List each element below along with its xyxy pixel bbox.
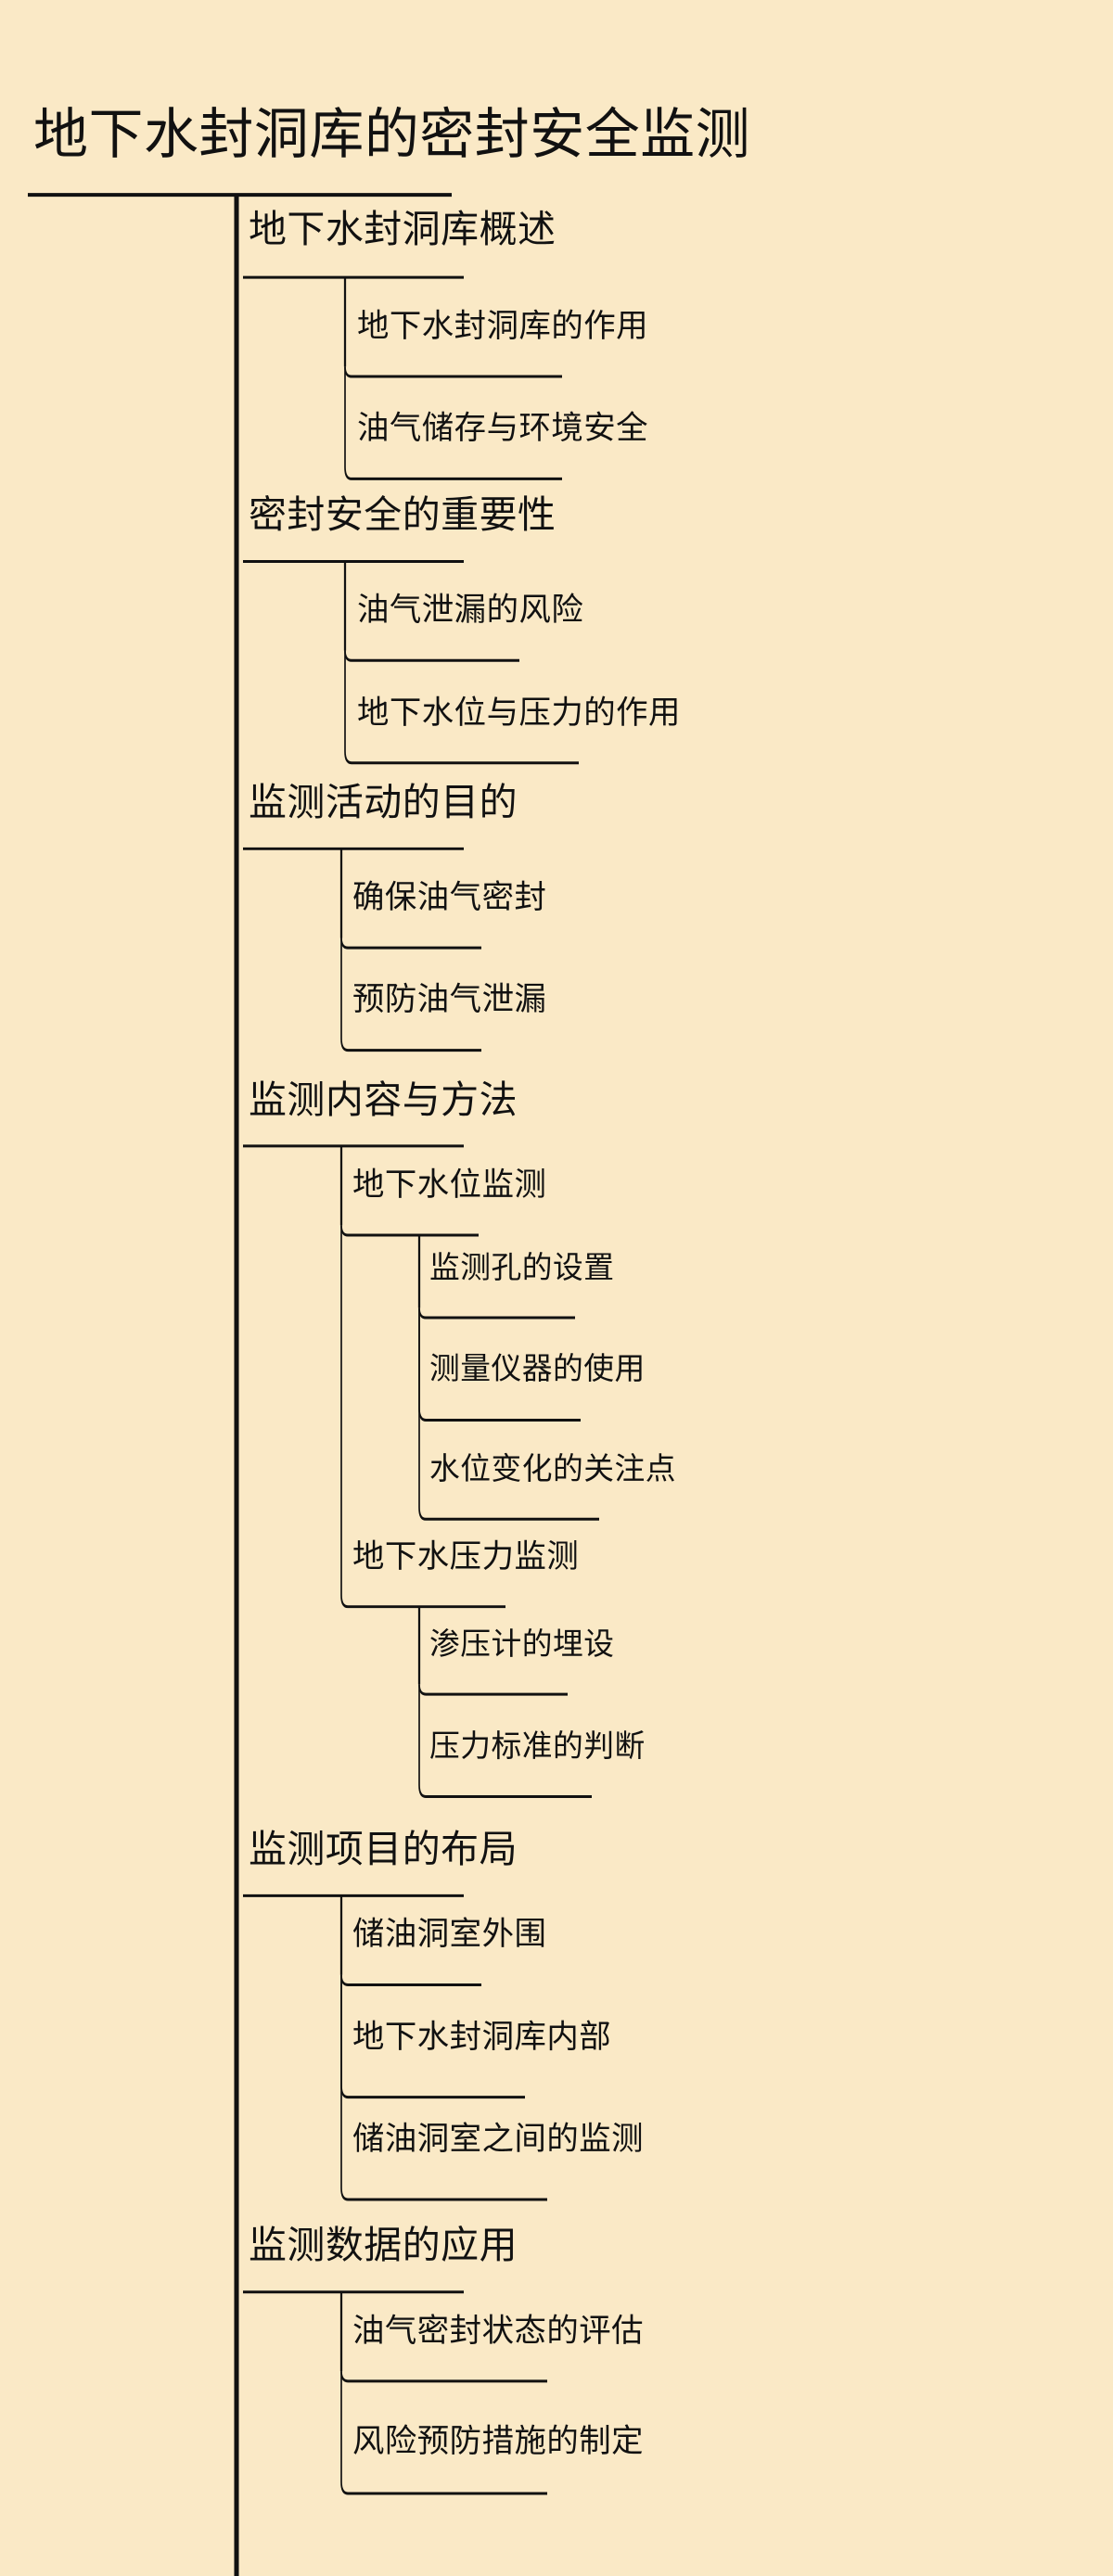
mindmap-branch-0[interactable]: 地下水封洞库概述 bbox=[249, 208, 556, 251]
mindmap-node-b5c1[interactable]: 风险预防措施的制定 bbox=[352, 2424, 645, 2460]
mindmap-node-b3c1g1[interactable]: 压力标准的判断 bbox=[429, 1728, 646, 1764]
mindmap-node-b3c0g2[interactable]: 水位变化的关注点 bbox=[429, 1451, 676, 1486]
mindmap-node-b2c1[interactable]: 预防油气泄漏 bbox=[352, 982, 547, 1018]
mindmap-node-b3c0g0[interactable]: 监测孔的设置 bbox=[429, 1249, 615, 1284]
mindmap-node-b4c2[interactable]: 储油洞室之间的监测 bbox=[352, 2122, 645, 2158]
mindmap-node-b3c1[interactable]: 地下水压力监测 bbox=[352, 1538, 580, 1575]
mindmap-node-b3c0g1[interactable]: 测量仪器的使用 bbox=[429, 1350, 646, 1385]
mindmap-branch-4[interactable]: 监测项目的布局 bbox=[249, 1827, 518, 1870]
mindmap-node-b3c0[interactable]: 地下水位监测 bbox=[352, 1167, 547, 1203]
mindmap-branch-3[interactable]: 监测内容与方法 bbox=[249, 1078, 518, 1121]
mindmap-node-b0c0[interactable]: 地下水封洞库的作用 bbox=[357, 308, 649, 344]
mindmap-branch-1[interactable]: 密封安全的重要性 bbox=[249, 493, 556, 537]
mindmap-node-b1c1[interactable]: 地下水位与压力的作用 bbox=[357, 695, 681, 731]
mindmap-node-b2c0[interactable]: 确保油气密封 bbox=[352, 880, 547, 916]
mindmap-branch-2[interactable]: 监测活动的目的 bbox=[249, 780, 518, 823]
mindmap-node-b1c0[interactable]: 油气泄漏的风险 bbox=[357, 593, 584, 629]
mindmap-node-b5c0[interactable]: 油气密封状态的评估 bbox=[352, 2313, 645, 2349]
mindmap-node-b4c0[interactable]: 储油洞室外围 bbox=[352, 1917, 547, 1953]
mindmap-root-title[interactable]: 地下水封洞库的密封安全监测 bbox=[33, 105, 751, 166]
mindmap-node-b4c1[interactable]: 地下水封洞库内部 bbox=[352, 2019, 612, 2055]
mindmap-node-b3c1g0[interactable]: 渗压计的埋设 bbox=[429, 1626, 615, 1661]
mindmap-branch-5[interactable]: 监测数据的应用 bbox=[249, 2224, 518, 2267]
mindmap-node-b0c1[interactable]: 油气储存与环境安全 bbox=[357, 411, 649, 447]
